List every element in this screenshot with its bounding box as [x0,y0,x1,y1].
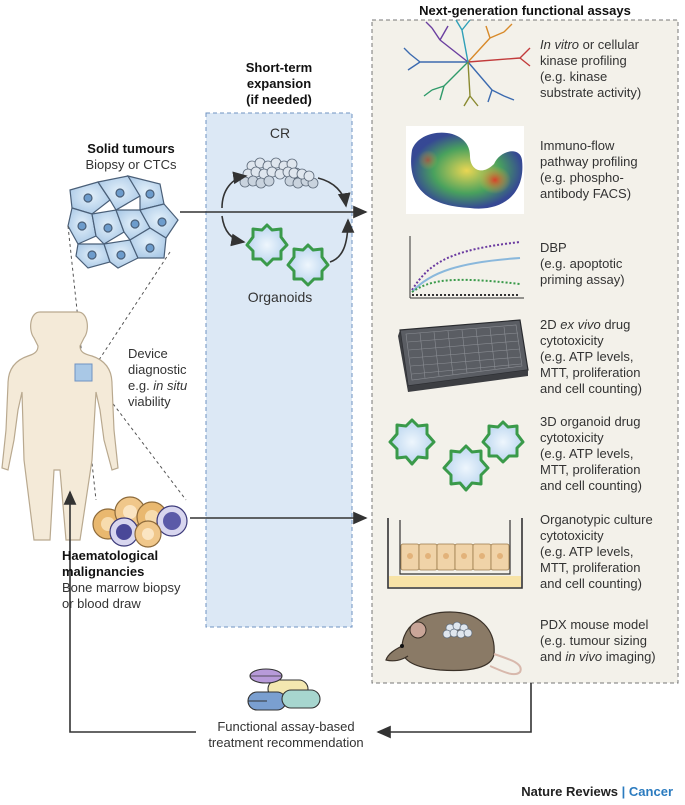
recommendation-to-patient-arrow [63,490,196,733]
assay-label-immuno-flow: Immuno-flow pathway profiling (e.g. phos… [540,138,680,202]
assay-line: PDX mouse model [540,617,649,632]
arrow-to-cr [221,171,248,209]
solid-tumours-title: Solid tumours [87,141,175,156]
device-line: Device [128,346,168,361]
assay-part: imaging) [602,649,656,664]
assay-line: (e.g. ATP levels, [540,446,634,461]
assay-line: antibody FACS) [540,186,632,201]
haematological-cells-icon [92,496,188,548]
haem-title: Haematological [62,548,159,563]
journal-separator: | [618,784,629,799]
assays-to-recommendation-arrow [376,683,532,739]
assay-part: or cellular [579,37,639,52]
organotypic-culture-icon [387,518,523,589]
assay-line: (e.g. phospho- [540,170,624,185]
solid-tumour-cells-icon [67,175,179,269]
assay-line: and in vivo imaging) [540,649,680,665]
assay-line: and cell counting) [540,381,642,396]
3d-organoids-icon [388,418,525,492]
assay-line: MTT, proliferation [540,462,641,477]
assay-line: 3D organoid drug [540,414,641,429]
assay-line: 2D ex vivo drug [540,317,680,333]
assay-italic: ex vivo [560,317,601,332]
assay-line: cytotoxicity [540,333,604,348]
assay-italic: In vitro [540,37,580,52]
device-line-italic: in situ [153,378,188,393]
device-line: viability [128,394,171,409]
assay-line: (e.g. tumour sizing [540,633,647,648]
assay-label-organotypic: Organotypic culture cytotoxicity (e.g. A… [540,512,680,592]
expansion-title-line: expansion [246,76,312,91]
human-body-icon [1,311,119,541]
assay-line: In vitro or cellular [540,37,680,53]
haem-subtitle: or blood draw [62,596,141,611]
assay-line: (e.g. apoptotic [540,256,623,271]
recommendation-line: treatment recommendation [208,735,364,750]
cr-label: CR [269,125,291,141]
assay-line: (e.g. kinase [540,69,608,84]
device-line: diagnostic [128,362,187,377]
solid-tumours-label: Solid tumours Biopsy or CTCs [66,141,196,173]
haematological-label: Haematological malignancies Bone marrow … [62,548,202,612]
assay-part: drug [600,317,631,332]
assay-line: kinase profiling [540,53,627,68]
assay-line: pathway profiling [540,154,638,169]
recommendation-label: Functional assay-based treatment recomme… [186,719,386,751]
arrow-from-organoids [329,218,355,263]
arrow-to-organoids [221,215,246,247]
assay-line: MTT, proliferation [540,365,641,380]
assays-header: Next-generation functional assays [419,3,631,18]
assay-line: priming assay) [540,272,625,287]
assay-line: and cell counting) [540,576,642,591]
journal-name: Nature Reviews [521,784,619,799]
organoids-icon [245,223,330,287]
assay-line: DBP [540,240,567,255]
expansion-title: Short-term expansion (if needed) [206,60,352,108]
drug-pills-icon [247,668,321,711]
assay-line: (e.g. ATP levels, [540,544,634,559]
assay-line: Organotypic culture [540,512,653,527]
haem-subtitle: Bone marrow biopsy [62,580,181,595]
arrow-from-cr [317,177,351,208]
2d-well-plate-icon [398,319,529,392]
device-diagnostic-patch [74,363,93,382]
assay-label-kinase: In vitro or cellular kinase profiling (e… [540,37,680,101]
assay-line: and cell counting) [540,478,642,493]
assay-line: cytotoxicity [540,528,604,543]
assay-part: and [540,649,566,664]
device-line-part: e.g. [128,378,154,393]
solid-tumours-subtitle: Biopsy or CTCs [85,157,177,172]
recommendation-line: Functional assay-based [217,719,355,734]
pdx-mouse-icon [385,611,522,676]
assay-line: Immuno-flow [540,138,615,153]
journal-footer: Nature Reviews | Cancer [521,784,673,799]
flow-cytometry-heatmap-icon [406,126,524,214]
dbp-curves-icon [409,236,524,299]
assay-line: MTT, proliferation [540,560,641,575]
assay-line: cytotoxicity [540,430,604,445]
assay-label-dbp: DBP (e.g. apoptotic priming assay) [540,240,680,288]
assay-label-2d: 2D ex vivo drug cytotoxicity (e.g. ATP l… [540,317,680,397]
assay-label-pdx: PDX mouse model (e.g. tumour sizing and … [540,617,680,665]
assay-line: substrate activity) [540,85,642,100]
expansion-title-line: (if needed) [246,92,312,107]
assay-label-3d: 3D organoid drug cytotoxicity (e.g. ATP … [540,414,680,494]
assay-line: (e.g. ATP levels, [540,349,634,364]
expansion-title-line: Short-term [245,60,313,75]
kinase-tree-icon [403,19,531,107]
assay-part: 2D [540,317,561,332]
device-diagnostic-label: Device diagnostic e.g. in situ viability [128,346,208,410]
organoids-label: Organoids [247,289,313,305]
expansion-panel [205,112,353,628]
device-line: e.g. in situ [128,378,208,394]
journal-section: Cancer [628,784,673,799]
cr-cells-icon [239,157,319,189]
haem-title: malignancies [62,564,145,579]
assay-italic: in vivo [565,649,603,664]
